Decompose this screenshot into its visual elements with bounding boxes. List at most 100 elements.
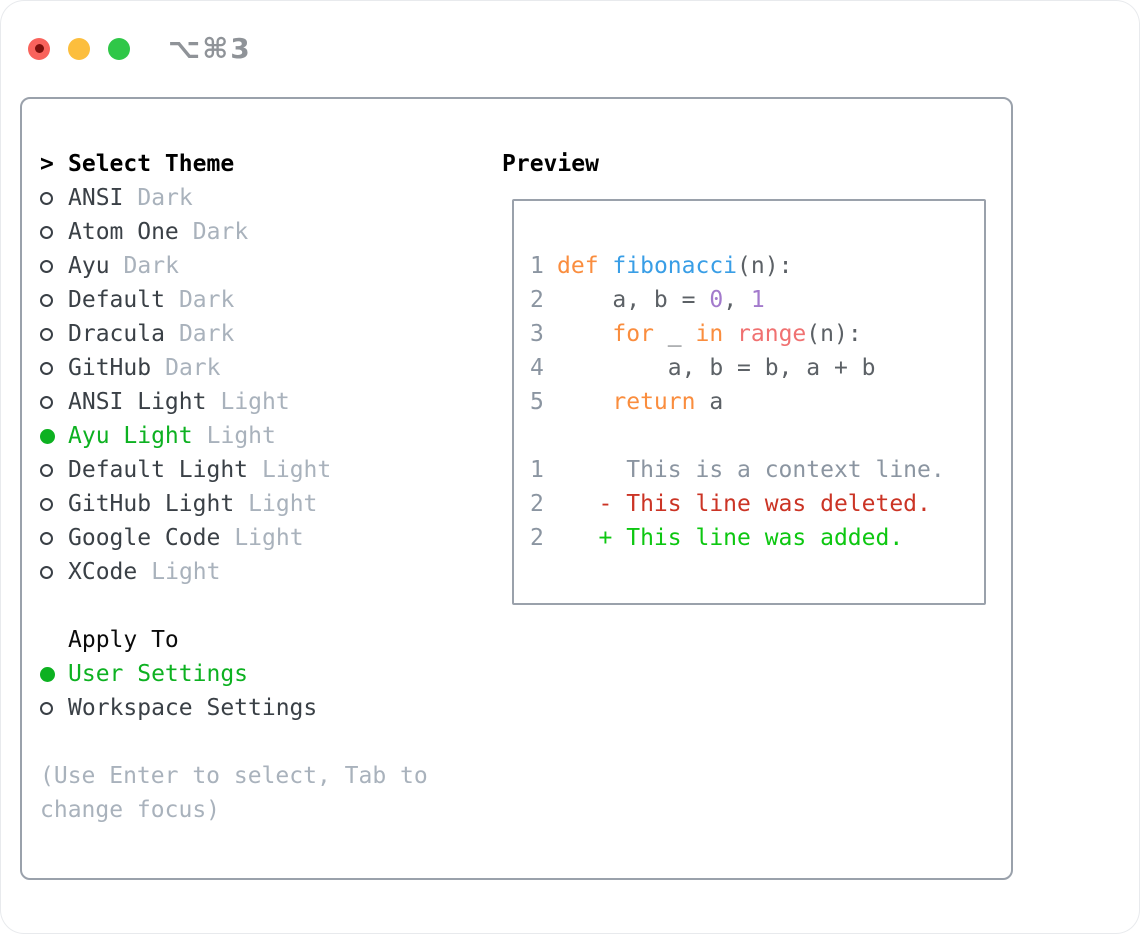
code-line	[530, 419, 984, 453]
theme-option-ansi[interactable]: ANSI Dark	[40, 181, 502, 215]
radio-icon	[40, 565, 53, 579]
theme-option-default-light[interactable]: Default Light Light	[40, 453, 502, 487]
code-line: 1 def fibonacci(n):	[530, 249, 984, 283]
code-text: return a	[612, 389, 724, 415]
option-label: GitHub Light	[68, 491, 235, 517]
apply-to-heading: Apply To	[68, 627, 179, 653]
code-line: 1 This is a context line.	[530, 453, 984, 487]
traffic-lights	[28, 37, 130, 60]
radio-icon	[40, 497, 53, 511]
code-text: This is a context line.	[557, 457, 945, 483]
select-theme-heading: > Select Theme	[40, 147, 502, 181]
line-number: 2	[530, 525, 544, 551]
theme-variant-label: Light	[248, 491, 318, 517]
code-text: a, b = b, a + b	[557, 355, 876, 381]
code-line: 2 a, b = 0, 1	[530, 283, 984, 317]
theme-option-atom-one[interactable]: Atom One Dark	[40, 215, 502, 249]
spacer	[40, 589, 502, 623]
theme-option-ansi-light[interactable]: ANSI Light Light	[40, 385, 502, 419]
radio-icon	[40, 361, 53, 375]
theme-variant-label: Dark	[192, 219, 249, 245]
radio-icon	[40, 395, 53, 409]
spacer	[40, 725, 502, 759]
theme-variant-label: Light	[206, 423, 276, 449]
theme-option-google-code[interactable]: Google Code Light	[40, 521, 502, 555]
theme-variant-label: Light	[151, 559, 221, 585]
line-number: 2	[530, 287, 544, 313]
close-button[interactable]	[28, 37, 50, 60]
code-text: a, b = 0, 1	[557, 287, 765, 313]
line-number: 5	[530, 389, 544, 415]
help-text: (Use Enter to select, Tab to change focu…	[40, 763, 428, 823]
code-line: 2 + This line was added.	[530, 521, 984, 555]
line-number: 4	[530, 355, 544, 381]
theme-option-github[interactable]: GitHub Dark	[40, 351, 502, 385]
option-label: GitHub	[68, 355, 152, 381]
theme-variant-label: Dark	[137, 185, 193, 211]
window-title: ⌥⌘3	[168, 32, 252, 65]
line-number: 1	[530, 253, 544, 279]
option-label: Workspace Settings	[68, 695, 318, 721]
line-number: 3	[530, 321, 544, 347]
preview-heading: Preview	[502, 151, 599, 177]
theme-option-dracula[interactable]: Dracula Dark	[40, 317, 502, 351]
minimize-button[interactable]	[68, 37, 90, 60]
option-label: ANSI Light	[68, 389, 207, 415]
apply-option-workspace-settings[interactable]: Workspace Settings	[40, 691, 502, 725]
radio-icon	[40, 701, 53, 715]
code-line: 3 for _ in range(n):	[530, 317, 984, 351]
option-label: Default Light	[68, 457, 249, 483]
radio-selected-icon	[40, 666, 55, 682]
radio-selected-icon	[40, 428, 55, 444]
option-label: Default	[68, 287, 165, 313]
option-label: Dracula	[68, 321, 165, 347]
option-label: Atom One	[68, 219, 179, 245]
line-number: 2	[530, 491, 544, 517]
radio-icon	[40, 327, 53, 341]
cursor-prefix: >	[40, 151, 54, 177]
theme-variant-label: Light	[262, 457, 332, 483]
option-label: Ayu	[68, 253, 110, 279]
code-text: def fibonacci(n):	[557, 253, 793, 279]
code-line: 5 return a	[530, 385, 984, 419]
apply-option-user-settings[interactable]: User Settings	[40, 657, 502, 691]
radio-icon	[40, 225, 53, 239]
option-label: Ayu Light	[68, 423, 193, 449]
close-dot-icon	[34, 44, 44, 53]
theme-variant-label: Light	[220, 389, 290, 415]
radio-icon	[40, 531, 53, 545]
code-line: 2 - This line was deleted.	[530, 487, 984, 521]
option-label: Google Code	[68, 525, 221, 551]
theme-option-github-light[interactable]: GitHub Light Light	[40, 487, 502, 521]
radio-icon	[40, 463, 53, 477]
option-label: XCode	[68, 559, 138, 585]
zoom-button[interactable]	[108, 37, 130, 60]
theme-variant-label: Light	[234, 525, 304, 551]
titlebar: ⌥⌘3	[0, 0, 1140, 97]
radio-icon	[40, 259, 53, 273]
theme-variant-label: Dark	[178, 321, 235, 347]
option-label: User Settings	[68, 661, 249, 687]
code-text: for _ in range(n):	[612, 321, 862, 347]
radio-icon	[40, 293, 53, 307]
theme-variant-label: Dark	[165, 355, 221, 381]
radio-icon	[40, 191, 53, 205]
code-line: 4 a, b = b, a + b	[530, 351, 984, 385]
theme-variant-label: Dark	[123, 253, 179, 279]
theme-option-default[interactable]: Default Dark	[40, 283, 502, 317]
select-theme-heading-label: Select Theme	[68, 151, 235, 177]
theme-option-ayu-light[interactable]: Ayu Light Light	[40, 419, 502, 453]
theme-option-xcode[interactable]: XCode Light	[40, 555, 502, 589]
theme-option-ayu[interactable]: Ayu Dark	[40, 249, 502, 283]
code-text: + This line was added.	[557, 525, 904, 551]
option-label: ANSI	[68, 185, 124, 211]
theme-variant-label: Dark	[178, 287, 235, 313]
line-number: 1	[530, 457, 544, 483]
